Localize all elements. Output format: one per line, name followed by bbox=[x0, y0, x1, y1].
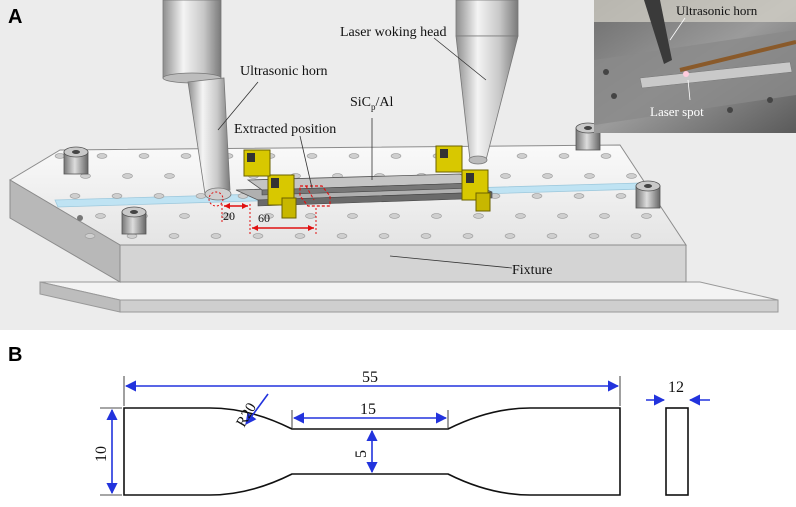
fixture-hole bbox=[306, 153, 318, 159]
fixture-hole bbox=[348, 153, 360, 159]
fixture-hole bbox=[168, 233, 180, 239]
panel-b: B 55 bbox=[0, 330, 796, 502]
fixture-hole bbox=[84, 233, 96, 239]
bolt bbox=[635, 180, 661, 209]
fixture-hole bbox=[515, 213, 526, 219]
bolt bbox=[121, 206, 147, 235]
fixture-hole bbox=[111, 193, 123, 199]
fixture-hole bbox=[573, 193, 585, 199]
blue-dimension-lines bbox=[106, 380, 710, 495]
label-laser-head: Laser woking head bbox=[340, 25, 447, 40]
fixture-hole bbox=[462, 233, 474, 239]
inset-label-ultrasonic-horn: Ultrasonic horn bbox=[676, 3, 758, 18]
fixture-hole bbox=[504, 233, 516, 239]
fixture-hole bbox=[473, 213, 484, 219]
dim-length: 55 bbox=[362, 369, 378, 386]
panel-letter-a: A bbox=[8, 6, 23, 28]
label-dim-20: 20 bbox=[223, 209, 235, 223]
fixture-hole bbox=[347, 213, 358, 219]
red-dimension-lines bbox=[221, 203, 317, 234]
fixture-hole bbox=[558, 153, 570, 159]
fixture-hole bbox=[542, 173, 553, 179]
fixture-hole bbox=[588, 233, 600, 239]
fixture-hole bbox=[626, 173, 637, 179]
label-sic-al: SiCp/Al bbox=[350, 95, 394, 112]
fixture-hole bbox=[431, 213, 442, 219]
fixture-hole bbox=[630, 233, 642, 239]
fixture-hole bbox=[557, 213, 568, 219]
fixture-hole bbox=[252, 233, 264, 239]
label-fixture: Fixture bbox=[512, 263, 552, 278]
fixture-hole bbox=[95, 213, 106, 219]
clamp-back-left bbox=[243, 149, 271, 177]
setup-illustration: Ultrasonic horn Laser woking head SiCp/A… bbox=[9, 0, 796, 313]
label-dim-60: 60 bbox=[258, 211, 270, 225]
dim-thickness: 12 bbox=[668, 379, 684, 396]
fixture-hole bbox=[122, 173, 133, 179]
fixture-hole bbox=[420, 233, 432, 239]
fixture-hole bbox=[210, 233, 222, 239]
fixture-hole bbox=[584, 173, 595, 179]
fixture-hole bbox=[389, 213, 400, 219]
dim-height: 10 bbox=[93, 446, 110, 462]
dim-line-radius bbox=[245, 393, 269, 425]
extracted-position-marker bbox=[299, 185, 331, 207]
specimen-side-view bbox=[665, 407, 689, 496]
base-plate bbox=[39, 281, 779, 313]
specimen-drawing: 55 R20 15 10 5 12 bbox=[93, 369, 710, 496]
fixture-hole bbox=[69, 193, 81, 199]
fixture-hole bbox=[294, 233, 306, 239]
fixture-hole bbox=[164, 173, 175, 179]
fixture-hole bbox=[179, 213, 190, 219]
fixture-hole bbox=[96, 153, 108, 159]
fixture-hole bbox=[195, 193, 207, 199]
fixture-hole bbox=[390, 153, 402, 159]
dim-gauge-width: 5 bbox=[353, 450, 370, 458]
fixture-hole bbox=[138, 153, 150, 159]
laser-working-head bbox=[455, 0, 519, 165]
inset-label-laser-spot: Laser spot bbox=[650, 104, 704, 119]
clamp-front-left bbox=[267, 174, 297, 219]
clamp-back-right bbox=[435, 145, 463, 173]
panel-letter-b: B bbox=[8, 344, 23, 366]
fixture-hole bbox=[378, 233, 390, 239]
dim-gauge-length: 15 bbox=[360, 401, 376, 418]
fixture-hole bbox=[516, 153, 528, 159]
corner-bolts bbox=[63, 122, 661, 235]
fixture-hole bbox=[54, 153, 66, 159]
fixture-hole bbox=[180, 153, 192, 159]
fixture-hole bbox=[641, 213, 652, 219]
panel-a: Ultrasonic horn Laser woking head SiCp/A… bbox=[0, 0, 796, 330]
leader-lines bbox=[217, 37, 513, 269]
dim-radius: R20 bbox=[234, 400, 260, 430]
fixture-hole bbox=[153, 193, 165, 199]
fixture-hole bbox=[263, 213, 274, 219]
label-extracted-position: Extracted position bbox=[234, 122, 336, 137]
yellow-clamps bbox=[243, 145, 491, 219]
ultrasonic-horn bbox=[162, 0, 232, 207]
label-ultrasonic-horn: Ultrasonic horn bbox=[240, 64, 327, 79]
dogbone-specimen-outline bbox=[123, 407, 621, 496]
fixture-hole bbox=[305, 213, 316, 219]
fixture-hole bbox=[599, 213, 610, 219]
inset-photo: Ultrasonic horn Laser spot bbox=[594, 0, 796, 133]
fixture-hole bbox=[531, 193, 543, 199]
fixture-hole bbox=[546, 233, 558, 239]
fixture-plate bbox=[9, 144, 687, 283]
clamp-front-right bbox=[461, 169, 491, 212]
extension-lines bbox=[100, 376, 621, 496]
bolt bbox=[63, 146, 89, 175]
fixture-hole bbox=[500, 173, 511, 179]
fixture-hole bbox=[615, 193, 627, 199]
fixture-hole bbox=[600, 153, 612, 159]
fixture-hole bbox=[336, 233, 348, 239]
